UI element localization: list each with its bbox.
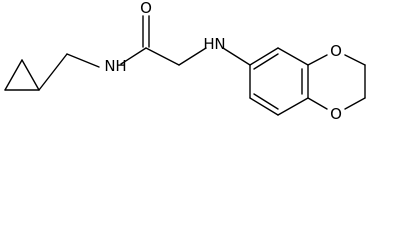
carbonyl-oxygen-label: O [140, 0, 152, 17]
methylene-amine-bond [178, 47, 207, 66]
oxygen-ethylene-upper-bond [344, 54, 366, 66]
nitrogen-carbonyl-bond [120, 47, 147, 65]
cyclopropyl-bond-left [4, 59, 23, 91]
methylene-nitrogen-bond [66, 53, 100, 68]
ethylene-oxygen-lower-bond [344, 97, 366, 110]
carbonyl-methylene-bond [145, 47, 180, 66]
amine-hydrogen-label: H [203, 35, 214, 53]
aromatic-bond-2 [277, 47, 309, 66]
oxygen-aryl-lower-bond [307, 97, 328, 110]
amide-nitrogen-label: N [104, 57, 115, 75]
ring-oxygen-lower-label: O [330, 105, 342, 123]
aromatic-bond-4 [277, 97, 309, 116]
aryl-oxygen-upper-bond [307, 54, 328, 66]
aromatic-bond-5 [249, 97, 279, 116]
aromatic-bond-1 [249, 47, 279, 66]
amine-nitrogen-label: N [214, 35, 225, 53]
aromatic-bond-1-inner [253, 53, 279, 70]
cyclopropyl-bond-right [21, 59, 40, 91]
molecule-diagram: O N H H N O O [4, 0, 366, 123]
amide-hydrogen-label: H [115, 57, 126, 75]
ring-oxygen-upper-label: O [330, 42, 342, 60]
aromatic-bond-5-inner [253, 93, 279, 110]
amine-aryl-bond [222, 47, 251, 66]
cyclopropyl-methylene-bond [38, 53, 68, 91]
